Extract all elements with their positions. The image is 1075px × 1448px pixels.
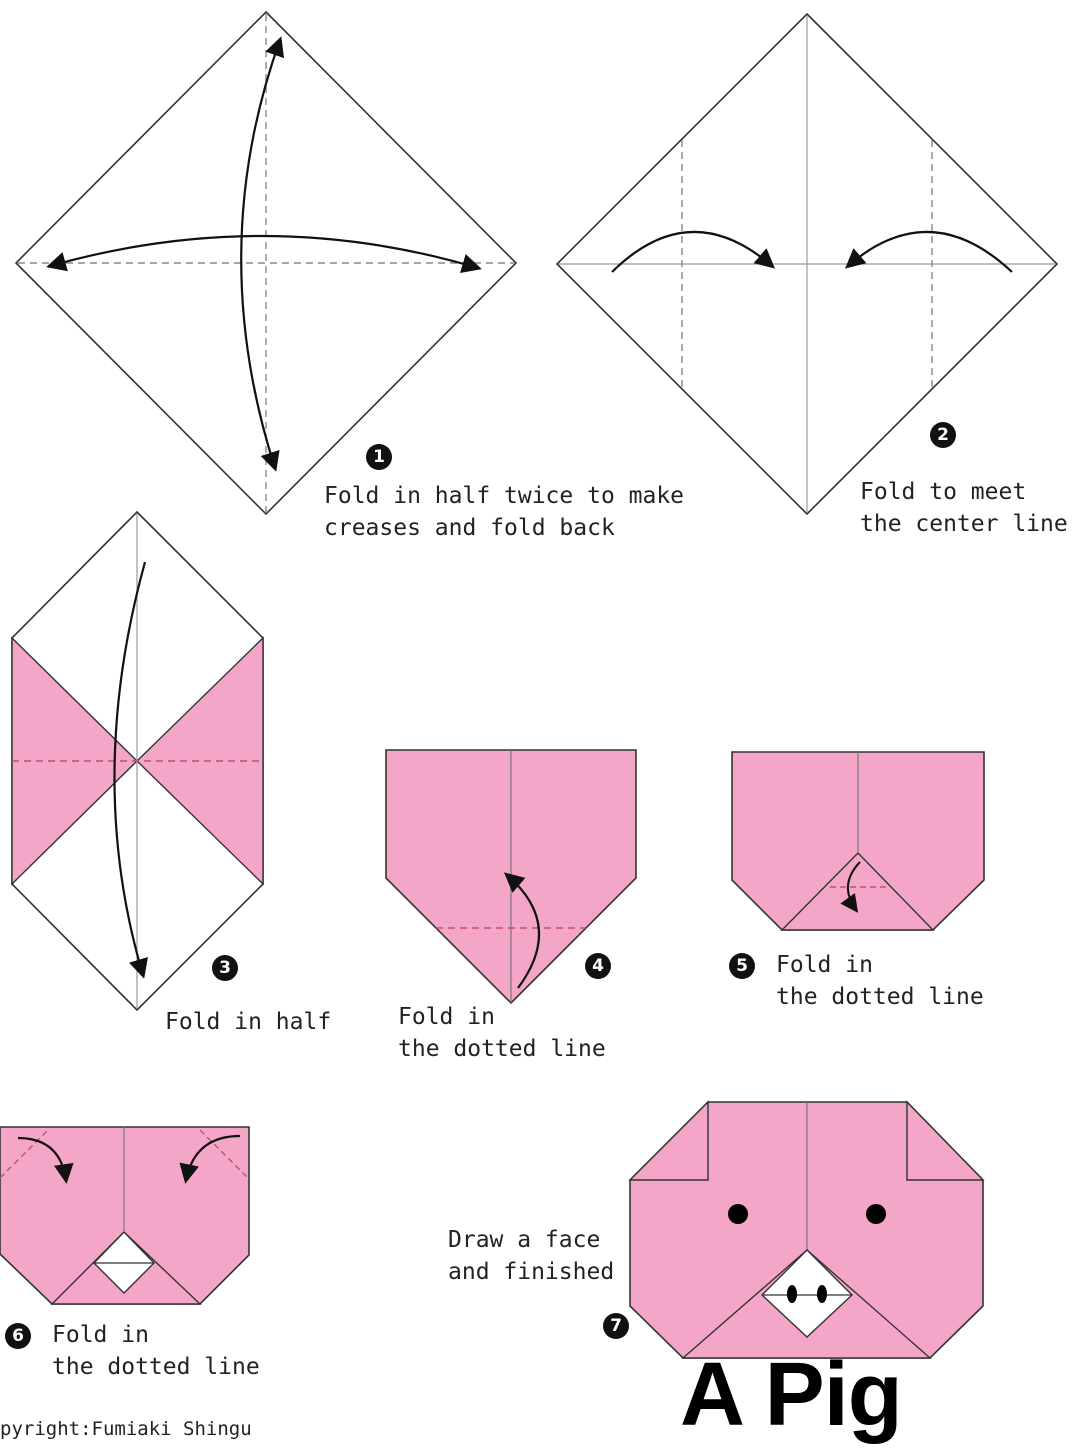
copyright-notice: pyright:Fumiaki Shingu — [0, 1418, 252, 1440]
step3-instruction-line1: Fold in half — [165, 1006, 331, 1038]
step7-number: 7 — [603, 1313, 629, 1339]
step6-number: 6 — [5, 1323, 31, 1349]
step6-diagram — [0, 1127, 249, 1304]
step1-instruction-line2: creases and fold back — [324, 512, 615, 544]
step2-number: 2 — [930, 422, 956, 448]
step4-instruction-line2: the dotted line — [398, 1033, 606, 1065]
pig-eye-left — [728, 1204, 748, 1224]
step7-instruction-line1: Draw a face — [448, 1224, 600, 1256]
step4-number: 4 — [585, 953, 611, 979]
step5-instruction-line2: the dotted line — [776, 981, 984, 1013]
step6-instruction-line2: the dotted line — [52, 1351, 260, 1383]
pig-nostril-left — [787, 1285, 797, 1303]
step1-diagram — [16, 12, 516, 514]
step7-instruction-line2: and finished — [448, 1256, 614, 1288]
step1-instruction-line1: Fold in half twice to make — [324, 480, 684, 512]
step7-pig-face — [630, 1102, 983, 1358]
diagram-title: A Pig — [680, 1350, 902, 1440]
pig-nostril-right — [817, 1285, 827, 1303]
step5-instruction-line1: Fold in — [776, 949, 873, 981]
step2-instruction-line1: Fold to meet — [860, 476, 1026, 508]
step2-diagram — [557, 14, 1057, 514]
step5-number: 5 — [729, 953, 755, 979]
pig-eye-right — [866, 1204, 886, 1224]
step3-number: 3 — [212, 955, 238, 981]
step3-diagram — [12, 512, 263, 1010]
step1-number: 1 — [366, 444, 392, 470]
step4-instruction-line1: Fold in — [398, 1001, 495, 1033]
step2-instruction-line2: the center line — [860, 508, 1068, 540]
step5-diagram — [732, 752, 984, 930]
step6-instruction-line1: Fold in — [52, 1319, 149, 1351]
